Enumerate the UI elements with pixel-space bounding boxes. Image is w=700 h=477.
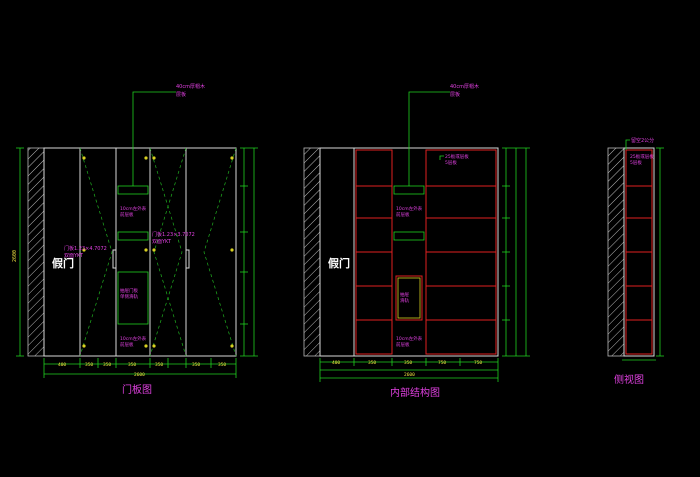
door-dim-0: 400	[58, 362, 66, 368]
wall-hatch-middle	[303, 147, 321, 357]
structure-dim-4: 750	[474, 360, 482, 366]
structure-note-mid-1: 10cm左外表	[396, 205, 423, 212]
door-note-mid-lower-2: 单侧滑轨	[120, 293, 138, 300]
height-dimension: 2600	[12, 250, 18, 262]
door-dim-5: 350	[192, 362, 200, 368]
door-dim-3: 350	[128, 362, 136, 368]
door-panel-view: 40cm厚帽木 层板 2600 假门 门板1.23×4.7072 双面YKT 门…	[12, 83, 258, 396]
door-dim-1: 350	[85, 362, 93, 368]
structure-fake-door-label: 假门	[328, 256, 350, 270]
structure-note-drawer-1: 抽屉	[400, 291, 409, 298]
cabinet-outline	[43, 147, 237, 357]
structure-note-bottom-2: 前层板	[396, 341, 410, 348]
structure-top-note-2: 层板	[450, 91, 460, 98]
door-panel-view-title: 门板图	[122, 383, 152, 396]
top-note-line1: 40cm厚帽木	[176, 83, 205, 90]
internal-structure-view: 40cm厚帽木 层板 25板或层板 5层板 假门 10cm左外表 前层板 抽屉 …	[303, 83, 530, 399]
wall-hatch-left	[27, 147, 45, 357]
door-note-mid-upper-2: 前层板	[120, 211, 134, 218]
structure-top-note-1: 40cm厚帽木	[450, 83, 479, 90]
door-dim-4: 350	[155, 362, 163, 368]
door-note-left-2: 双面YKT	[64, 253, 84, 259]
structure-dim-3: 750	[438, 360, 446, 366]
fake-door-label: 假门	[52, 256, 74, 270]
door-total-dim: 2600	[134, 372, 145, 378]
wall-hatch-right	[607, 147, 625, 357]
structure-note-mid-2: 前层板	[396, 211, 410, 218]
top-note-line2: 层板	[176, 91, 186, 98]
door-note-bottom-2: 前层板	[120, 341, 134, 348]
side-right-note-2: 5层板	[630, 159, 642, 166]
door-dim-2: 350	[103, 362, 111, 368]
structure-note-drawer-2: 滑轨	[400, 297, 409, 304]
structure-right-note-2: 5层板	[445, 159, 457, 166]
door-note-right-1: 门板1.23×3.7072	[152, 231, 195, 238]
structure-total-dim: 2600	[404, 372, 415, 378]
structure-dim-1: 350	[368, 360, 376, 366]
structure-note-bottom-1: 10cm左外表	[396, 335, 423, 342]
structure-right-note-1: 25板或层板	[445, 153, 469, 160]
side-view-title: 侧视图	[614, 373, 644, 386]
door-note-right-2: 双面YKT	[152, 239, 172, 245]
door-note-left-1: 门板1.23×4.7072	[64, 245, 107, 252]
door-dim-6: 350	[218, 362, 226, 368]
structure-dim-0: 400	[332, 360, 340, 366]
side-right-note-1: 25板或层板	[630, 153, 654, 160]
internal-structure-view-title: 内部结构图	[390, 386, 440, 399]
structure-dim-2: 350	[404, 360, 412, 366]
door-note-bottom-1: 10cm左外表	[120, 335, 147, 342]
door-note-mid-upper-1: 10cm左外表	[120, 205, 147, 212]
door-note-mid-lower-1: 抽屉门板	[120, 287, 138, 294]
side-top-note: 留空2公分	[631, 137, 654, 144]
side-view: 留空2公分 25板或层板 5层板 侧视图	[607, 137, 664, 386]
